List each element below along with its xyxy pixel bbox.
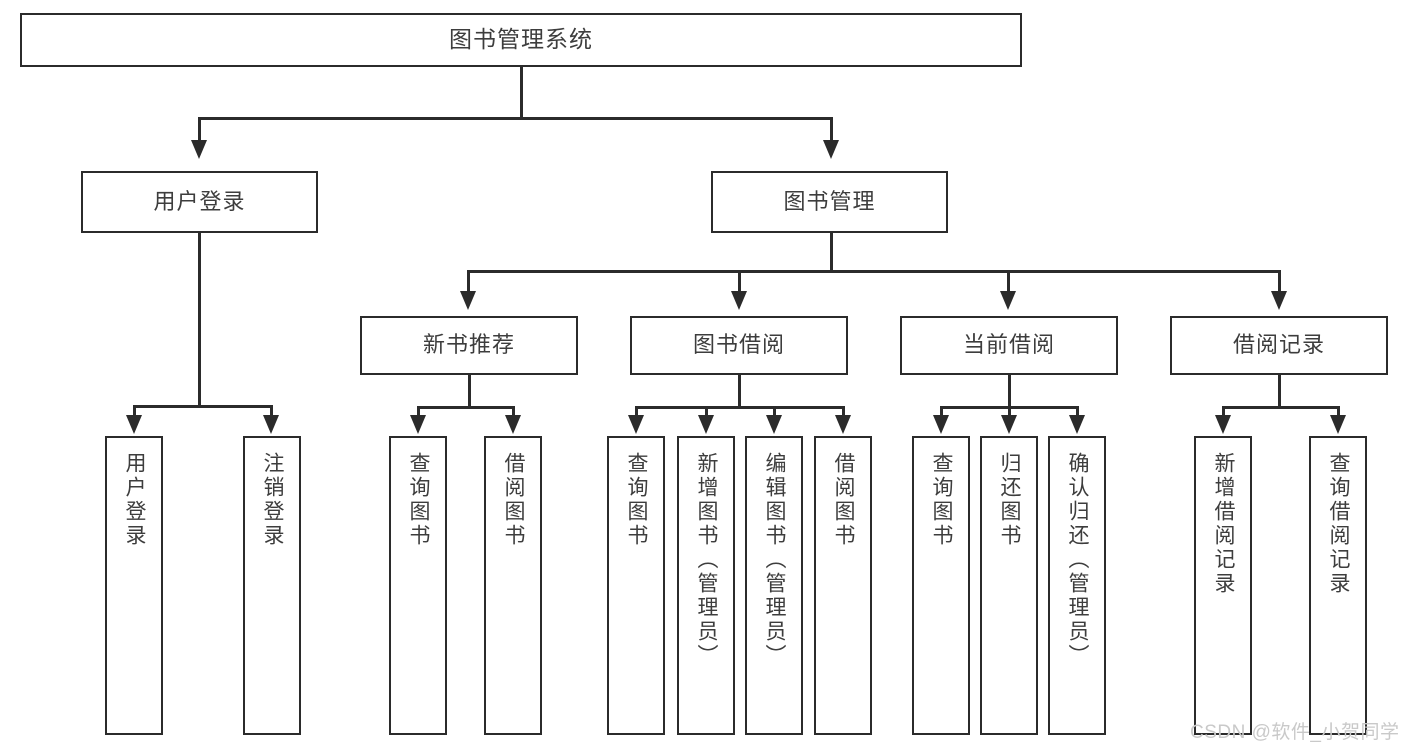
node-leaf-borrow-book-1[interactable]: 借阅图书 [484, 436, 542, 735]
arrowhead-book-borrow [731, 291, 747, 310]
node-borrow-record[interactable]: 借阅记录 [1170, 316, 1388, 375]
connector-level3-bus [467, 270, 1280, 273]
node-leaf-add-book[interactable]: 新增图书（管理员） [677, 436, 735, 735]
connector-drop-leaf-query-book-1 [417, 406, 420, 417]
connector-drop-book-borrow [738, 270, 741, 293]
node-leaf-query-record[interactable]: 查询借阅记录 [1309, 436, 1367, 735]
arrowhead-leaf-add-book [698, 415, 714, 434]
arrowhead-leaf-query-record [1330, 415, 1346, 434]
arrowhead-current-borrow [1000, 291, 1016, 310]
arrowhead-leaf-borrow-book-2 [835, 415, 851, 434]
node-leaf-user-login[interactable]: 用户登录 [105, 436, 163, 735]
node-label: 编辑图书（管理员） [763, 452, 787, 668]
node-label: 借阅记录 [1232, 332, 1325, 358]
node-label: 新增借阅记录 [1212, 452, 1236, 596]
node-label: 归还图书 [998, 452, 1022, 548]
connector-new-book-recommend-bus [417, 406, 515, 409]
node-label: 新书推荐 [422, 332, 515, 358]
arrowhead-leaf-logout-login [263, 415, 279, 434]
connector-drop-leaf-return-book [1008, 406, 1011, 417]
node-leaf-query-book-2[interactable]: 查询图书 [607, 436, 665, 735]
node-leaf-confirm-return[interactable]: 确认归还（管理员） [1048, 436, 1106, 735]
node-book-management[interactable]: 图书管理 [711, 171, 948, 233]
node-label: 当前借阅 [962, 332, 1055, 358]
node-label: 查询借阅记录 [1327, 452, 1351, 596]
arrowhead-new-book-recommend [460, 291, 476, 310]
connector-new-book-recommend-stem [468, 375, 471, 407]
arrowhead-borrow-record [1271, 291, 1287, 310]
connector-root-stem [520, 67, 523, 118]
arrowhead-leaf-borrow-book-1 [505, 415, 521, 434]
node-leaf-query-book-1[interactable]: 查询图书 [389, 436, 447, 735]
node-label: 查询图书 [625, 452, 649, 548]
connector-drop-leaf-borrow-book-2 [842, 406, 845, 417]
arrowhead-leaf-edit-book [766, 415, 782, 434]
connector-drop-leaf-query-record [1337, 406, 1340, 417]
connector-drop-leaf-borrow-book-1 [512, 406, 515, 417]
node-label: 确认归还（管理员） [1066, 452, 1090, 668]
arrowhead-leaf-return-book [1001, 415, 1017, 434]
node-label: 图书借阅 [692, 332, 785, 358]
connector-drop-new-book-recommend [467, 270, 470, 293]
arrowhead-leaf-add-record [1215, 415, 1231, 434]
connector-drop-leaf-query-book-2 [635, 406, 638, 417]
arrowhead-book-management [823, 140, 839, 159]
csdn-watermark: CSDN @软件_小贺同学 [1190, 722, 1400, 743]
connector-drop-leaf-user-login [133, 405, 136, 417]
connector-drop-leaf-confirm-return [1076, 406, 1079, 417]
connector-drop-leaf-query-book-3 [940, 406, 943, 417]
connector-user-login-stem [198, 233, 201, 406]
node-label: 新增图书（管理员） [695, 452, 719, 668]
node-current-borrow[interactable]: 当前借阅 [900, 316, 1118, 375]
node-leaf-add-record[interactable]: 新增借阅记录 [1194, 436, 1252, 735]
arrowhead-leaf-query-book-2 [628, 415, 644, 434]
arrowhead-leaf-user-login [126, 415, 142, 434]
node-leaf-query-book-3[interactable]: 查询图书 [912, 436, 970, 735]
node-label: 注销登录 [261, 452, 285, 548]
connector-book-borrow-bus [635, 406, 844, 409]
connector-borrow-record-stem [1278, 375, 1281, 407]
connector-drop-user-login [198, 117, 201, 142]
node-root-book-management-system[interactable]: 图书管理系统 [20, 13, 1022, 67]
node-book-borrow[interactable]: 图书借阅 [630, 316, 848, 375]
connector-book-borrow-stem [738, 375, 741, 407]
connector-level2-bus [198, 117, 832, 120]
connector-drop-borrow-record [1278, 270, 1281, 293]
connector-drop-current-borrow [1007, 270, 1010, 293]
node-label: 用户登录 [123, 452, 147, 548]
node-new-book-recommend[interactable]: 新书推荐 [360, 316, 578, 375]
arrowhead-leaf-confirm-return [1069, 415, 1085, 434]
connector-user-login-bus [133, 405, 273, 408]
node-label: 用户登录 [153, 188, 246, 214]
node-user-login[interactable]: 用户登录 [81, 171, 318, 233]
connector-drop-leaf-edit-book [773, 406, 776, 417]
connector-current-borrow-stem [1008, 375, 1011, 407]
node-label: 图书管理系统 [449, 26, 593, 53]
node-label: 图书管理 [783, 188, 876, 214]
connector-drop-leaf-add-record [1222, 406, 1225, 417]
connector-drop-leaf-add-book [705, 406, 708, 417]
arrowhead-leaf-query-book-3 [933, 415, 949, 434]
connector-drop-leaf-logout-login [270, 405, 273, 417]
connector-borrow-record-bus [1222, 406, 1339, 409]
node-label: 借阅图书 [502, 452, 526, 548]
node-leaf-logout-login[interactable]: 注销登录 [243, 436, 301, 735]
node-leaf-return-book[interactable]: 归还图书 [980, 436, 1038, 735]
connector-drop-book-management [830, 117, 833, 142]
arrowhead-user-login [191, 140, 207, 159]
node-leaf-borrow-book-2[interactable]: 借阅图书 [814, 436, 872, 735]
arrowhead-leaf-query-book-1 [410, 415, 426, 434]
node-label: 查询图书 [930, 452, 954, 548]
connector-book-management-stem [830, 233, 833, 271]
node-leaf-edit-book[interactable]: 编辑图书（管理员） [745, 436, 803, 735]
node-label: 借阅图书 [832, 452, 856, 548]
node-label: 查询图书 [407, 452, 431, 548]
